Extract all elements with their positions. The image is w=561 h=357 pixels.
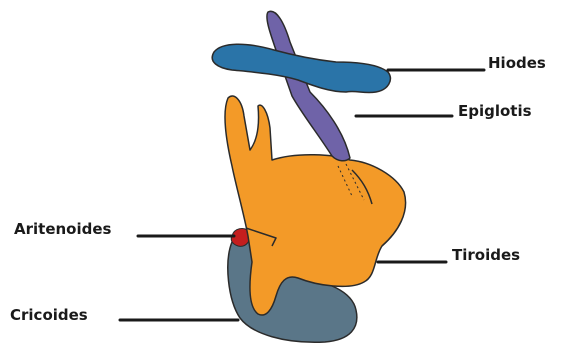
- label-arytenoid: Aritenoides: [14, 222, 111, 237]
- label-epiglottis: Epiglotis: [458, 104, 532, 119]
- label-hyoid: Hiodes: [488, 56, 546, 71]
- label-thyroid: Tiroides: [452, 248, 520, 263]
- label-cricoid: Cricoides: [10, 308, 88, 323]
